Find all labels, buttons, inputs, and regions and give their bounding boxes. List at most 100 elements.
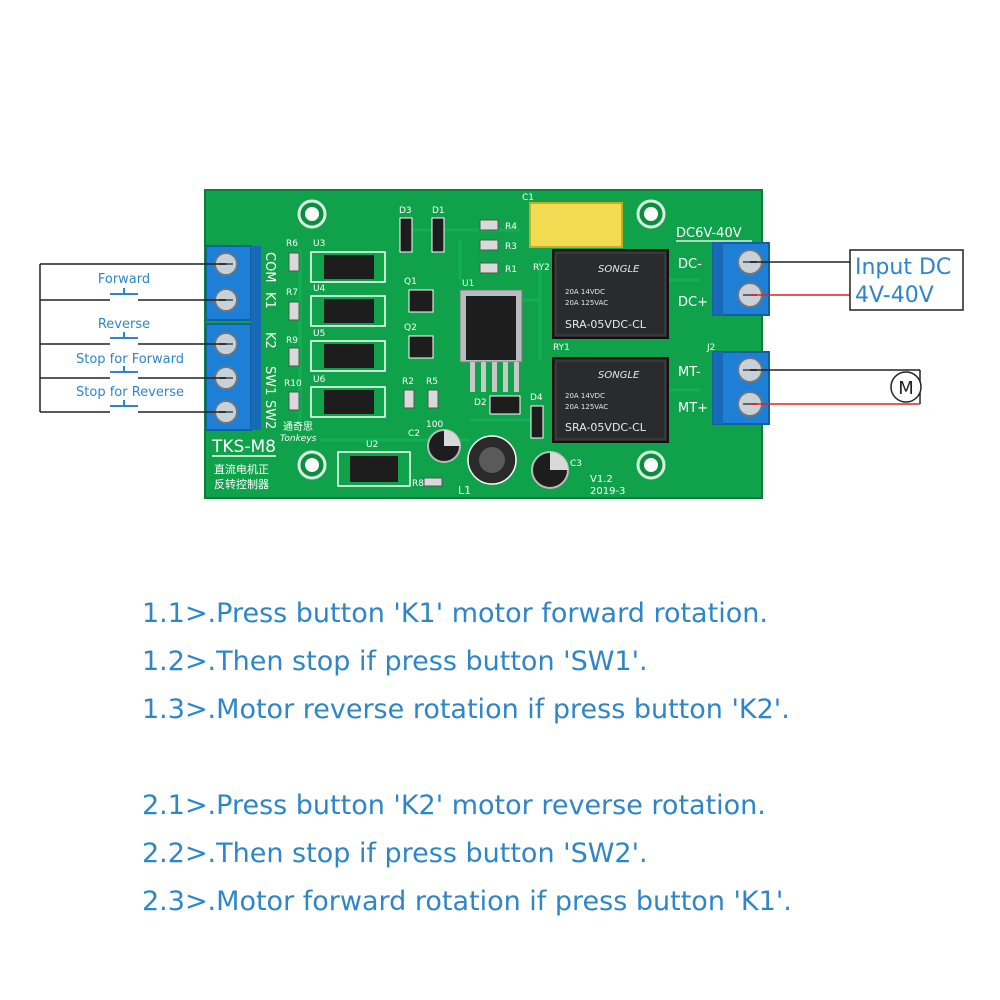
instructions-list: 1.1>.Press button 'K1' motor forward rot… <box>142 590 982 926</box>
ref-c1: C1 <box>522 193 534 203</box>
resistor <box>423 477 443 487</box>
relay-rating1: 20A 14VDC <box>565 392 605 400</box>
button-label-reverse: Reverse <box>98 317 150 332</box>
ref-c3: C3 <box>570 459 582 469</box>
ref-c2: C2 <box>408 429 420 439</box>
resistor <box>427 389 439 409</box>
motor-symbol-label: M <box>898 378 914 399</box>
pushbutton-forward <box>110 288 138 295</box>
ref-r6: R6 <box>286 239 298 249</box>
resistor <box>288 347 300 367</box>
ref-q2: Q2 <box>404 323 417 333</box>
board-version: V1.2 <box>590 474 613 485</box>
board-desc-line1: 直流电机正 <box>214 462 269 476</box>
power-wiring <box>750 261 850 296</box>
ref-u5: U5 <box>313 329 325 339</box>
brand-logo: Tonkeys <box>280 434 317 444</box>
label-sw2: SW2 <box>262 400 277 429</box>
pushbutton-stop-forward <box>110 366 138 373</box>
label-k1: K1 <box>262 292 277 309</box>
resistor <box>479 262 499 274</box>
regulator-u1 <box>459 289 523 392</box>
ref-u6: U6 <box>313 375 326 385</box>
motor-symbol <box>890 371 922 403</box>
instruction-line: 1.3>.Motor reverse rotation if press but… <box>142 694 790 725</box>
optocoupler-chip <box>310 251 386 283</box>
button-wiring <box>39 263 226 413</box>
mounting-hole <box>636 199 666 229</box>
power-annotation-box <box>849 249 964 311</box>
pushbutton-stop-reverse <box>110 400 138 407</box>
inductor-l1 <box>467 435 517 485</box>
label-dc-plus: DC+ <box>678 295 708 310</box>
voltage-label: DC6V-40V <box>676 226 742 241</box>
instruction-line: 2.1>.Press button 'K2' motor reverse rot… <box>142 790 766 821</box>
resistor <box>403 389 415 409</box>
ref-r10: R10 <box>284 379 302 389</box>
ref-d3: D3 <box>399 206 412 216</box>
instruction-line: 1.1>.Press button 'K1' motor forward rot… <box>142 598 768 629</box>
resistor <box>288 391 300 411</box>
diode <box>489 395 521 415</box>
board-desc-line2: 反转控制器 <box>214 477 269 491</box>
relay-ry2 <box>552 249 669 339</box>
resistor <box>288 301 300 321</box>
label-com: COM <box>262 252 277 283</box>
relay-ry1 <box>552 357 669 443</box>
ref-d1: D1 <box>432 206 445 216</box>
capacitor-c1 <box>529 202 623 248</box>
ref-u3: U3 <box>313 239 325 249</box>
ref-l1: L1 <box>458 484 471 497</box>
capacitor-c3 <box>531 451 569 489</box>
ref-d4: D4 <box>530 393 543 403</box>
button-label-forward: Forward <box>98 272 150 287</box>
board-date: 2019-3 <box>590 486 625 497</box>
button-label-stop-forward: Stop for Forward <box>76 352 184 367</box>
capacitor-c2 <box>427 429 461 463</box>
ref-r5: R5 <box>426 377 438 387</box>
optocoupler-chip <box>310 295 386 327</box>
mounting-hole <box>297 450 327 480</box>
relay-model: SRA-05VDC-CL <box>565 421 647 434</box>
ref-d2: D2 <box>474 398 487 408</box>
ref-ry1: RY1 <box>553 343 570 353</box>
transistor <box>408 289 434 313</box>
ref-u2: U2 <box>366 440 378 450</box>
brand-cn: 通奇思 <box>283 420 313 433</box>
instruction-line: 2.3>.Motor forward rotation if press but… <box>142 886 792 917</box>
relay-rating2: 20A 125VAC <box>565 299 608 307</box>
relay-brand: SONGLE <box>598 264 640 275</box>
ref-r1: R1 <box>505 265 517 275</box>
ref-r8: R8 <box>412 479 424 489</box>
board-model: TKS-M8 <box>211 437 276 457</box>
ref-r3: R3 <box>505 242 517 252</box>
ref-r2: R2 <box>402 377 414 387</box>
button-label-stop-reverse: Stop for Reverse <box>76 385 184 400</box>
relay-brand: SONGLE <box>598 370 640 381</box>
label-mt-plus: MT+ <box>678 401 708 416</box>
optocoupler-chip <box>310 386 386 418</box>
optocoupler-chip <box>310 340 386 372</box>
label-dc-minus: DC- <box>678 257 702 272</box>
ref-j2: J2 <box>706 343 715 353</box>
relay-rating2: 20A 125VAC <box>565 403 608 411</box>
label-sw1: SW1 <box>262 366 277 395</box>
wiring-diagram: COM K1 K2 SW1 SW2 TKS-M8 直流电机正 反转控制器 通奇思… <box>39 189 964 499</box>
ref-r9: R9 <box>286 336 298 346</box>
instruction-line: 1.2>.Then stop if press button 'SW1'. <box>142 646 648 677</box>
ref-r7: R7 <box>286 288 298 298</box>
ref-u4: U4 <box>313 284 326 294</box>
power-annotation-line2: 4V-40V <box>855 283 934 308</box>
diode <box>530 405 544 439</box>
resistor <box>479 219 499 231</box>
diode <box>431 217 445 253</box>
instruction-line: 2.2>.Then stop if press button 'SW2'. <box>142 838 648 869</box>
label-k2: K2 <box>262 332 277 349</box>
resistor <box>288 252 300 272</box>
instruction-gap <box>142 734 982 782</box>
c2-value: 100 <box>426 420 443 430</box>
mounting-hole <box>297 199 327 229</box>
transistor <box>408 335 434 359</box>
ref-ry2: RY2 <box>533 263 550 273</box>
relay-model: SRA-05VDC-CL <box>565 318 647 331</box>
